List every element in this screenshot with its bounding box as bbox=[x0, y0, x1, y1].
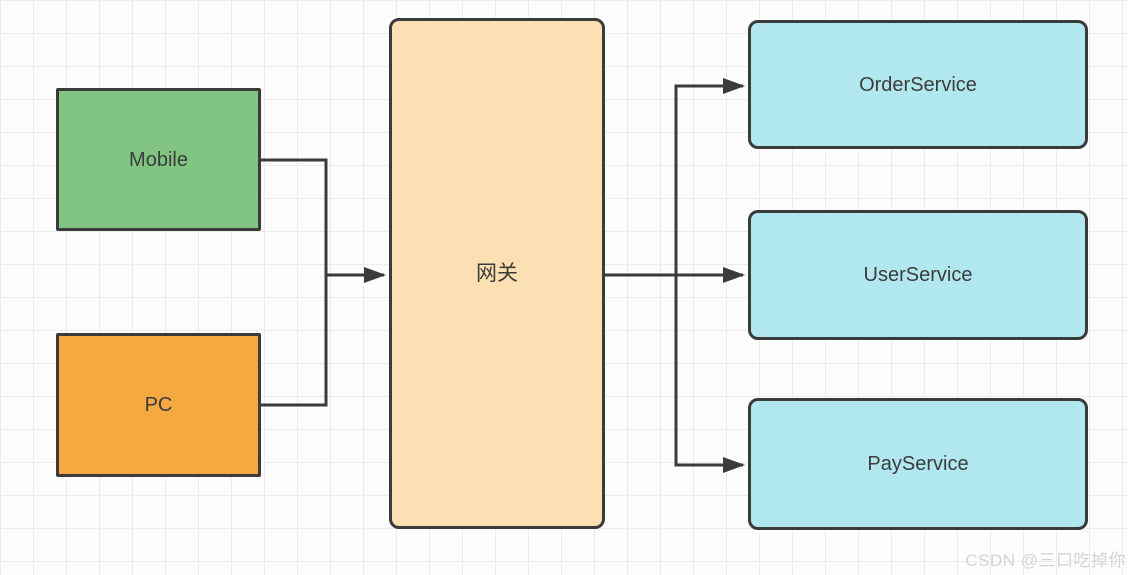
node-user-service: UserService bbox=[748, 210, 1088, 340]
node-gateway-label: 网关 bbox=[476, 261, 518, 285]
node-user-service-label: UserService bbox=[863, 264, 973, 286]
csdn-watermark: CSDN @三口吃掉你 bbox=[965, 551, 1126, 570]
node-mobile-label: Mobile bbox=[129, 148, 188, 171]
edge-gateway-to-orderservice bbox=[674, 78, 745, 277]
node-order-service-label: OrderService bbox=[859, 73, 977, 96]
node-mobile: Mobile bbox=[56, 88, 261, 231]
node-pc: PC bbox=[56, 333, 261, 477]
node-pc-label: PC bbox=[144, 394, 173, 416]
node-gateway: 网关 bbox=[389, 18, 605, 529]
node-order-service: OrderService bbox=[748, 20, 1088, 149]
node-pay-service-label: PayService bbox=[867, 453, 969, 475]
node-pay-service: PayService bbox=[748, 398, 1088, 530]
edge-mobile-to-junction bbox=[261, 158, 328, 277]
edge-gateway-to-payservice bbox=[674, 273, 745, 473]
edge-pc-to-junction bbox=[261, 273, 328, 407]
